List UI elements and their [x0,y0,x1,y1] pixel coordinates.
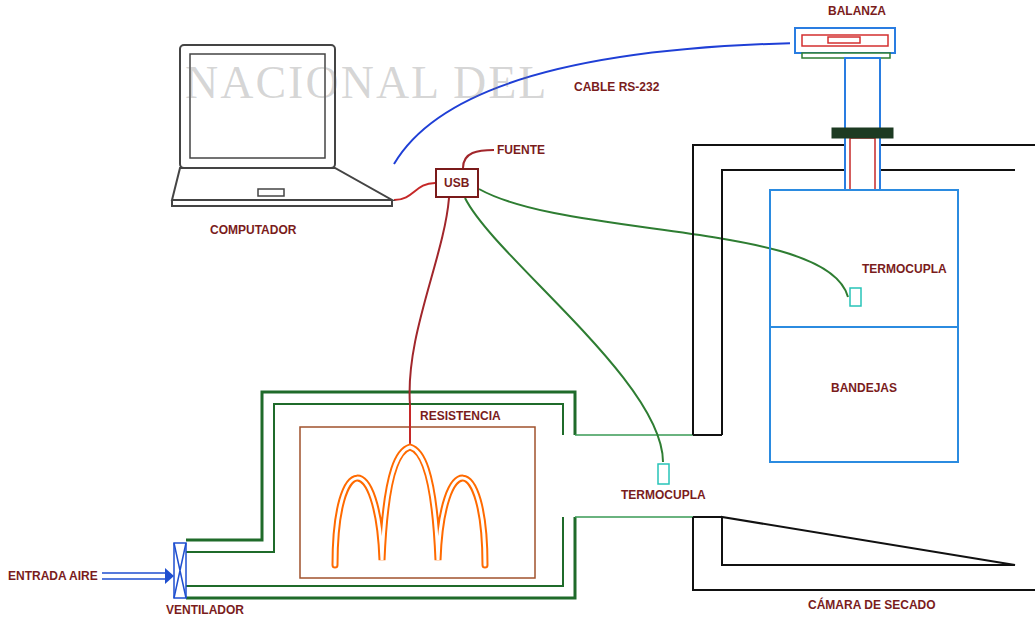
fan-blades [174,543,186,598]
laptop-edge [172,200,392,206]
duct-inner-wall [186,404,563,586]
power-source-label: FUENTE [497,143,545,157]
duct-joint [575,435,693,517]
chamber-label: CÁMARA DE SECADO [808,598,936,612]
heater-box [300,427,535,578]
laptop-base [172,168,392,200]
heater-lead [409,405,411,447]
duct-outer-wall [186,392,575,598]
usb-cable [394,183,435,200]
laptop-screen [180,45,335,168]
computer: COMPUTADOR [170,40,394,240]
heating-coil-core [335,447,485,565]
cable-label: CABLE RS-232 [572,80,661,94]
hanging-rod [845,58,880,190]
usb-interface: USB [435,168,479,198]
tray-label: BANDEJAS [831,381,897,395]
fan-frame [174,543,186,598]
thermocouple-sensor [658,464,669,484]
chamber-outer-wall [693,145,1035,590]
drying-chamber: CÁMARA DE SECADO BANDEJAS TERMOCUPLA [693,128,1035,620]
usb-box [436,169,478,197]
tray-frame [770,190,958,462]
scale-body [802,35,888,46]
tray-rack: BANDEJAS TERMOCUPLA [770,190,958,462]
tray-rack-art [770,190,958,462]
rod-plate [832,128,893,138]
computer-label: COMPUTADOR [210,223,296,237]
fan: VENTILADOR [166,540,258,618]
fan-label: VENTILADOR [166,603,244,617]
scale: BALANZA [790,4,900,60]
air-inlet-label: ENTRADA AIRE [8,569,98,583]
heater: RESISTENCIA [300,405,535,580]
scale-label: BALANZA [828,4,886,18]
chamber-inner-wall [722,170,1015,565]
touchpad [258,189,284,196]
air-inlet-arrowhead [165,568,174,584]
heater-label: RESISTENCIA [420,409,501,423]
drying-chamber-art [693,128,1035,620]
usb-label: USB [444,176,469,190]
duct-thermocouple: TERMOCUPLA [613,462,713,504]
air-inlet-arrow [102,573,166,579]
power-wire [463,150,494,168]
heater-art [300,405,535,580]
tray-divider [770,326,958,328]
computer-art [170,40,394,240]
scale-housing [795,28,895,53]
chamber-thermocouple: TERMOCUPLA [848,262,951,312]
heating-coil [335,447,485,565]
scale-display [828,37,860,43]
thermocouple-label: TERMOCUPLA [621,488,706,502]
power-cable [410,198,449,405]
rod-lower-part [850,138,875,190]
screen-display [190,54,325,158]
chamber-inlet [693,435,722,517]
thermocouple-label: TERMOCUPLA [862,262,947,276]
thermocouple-sensor [850,288,861,306]
